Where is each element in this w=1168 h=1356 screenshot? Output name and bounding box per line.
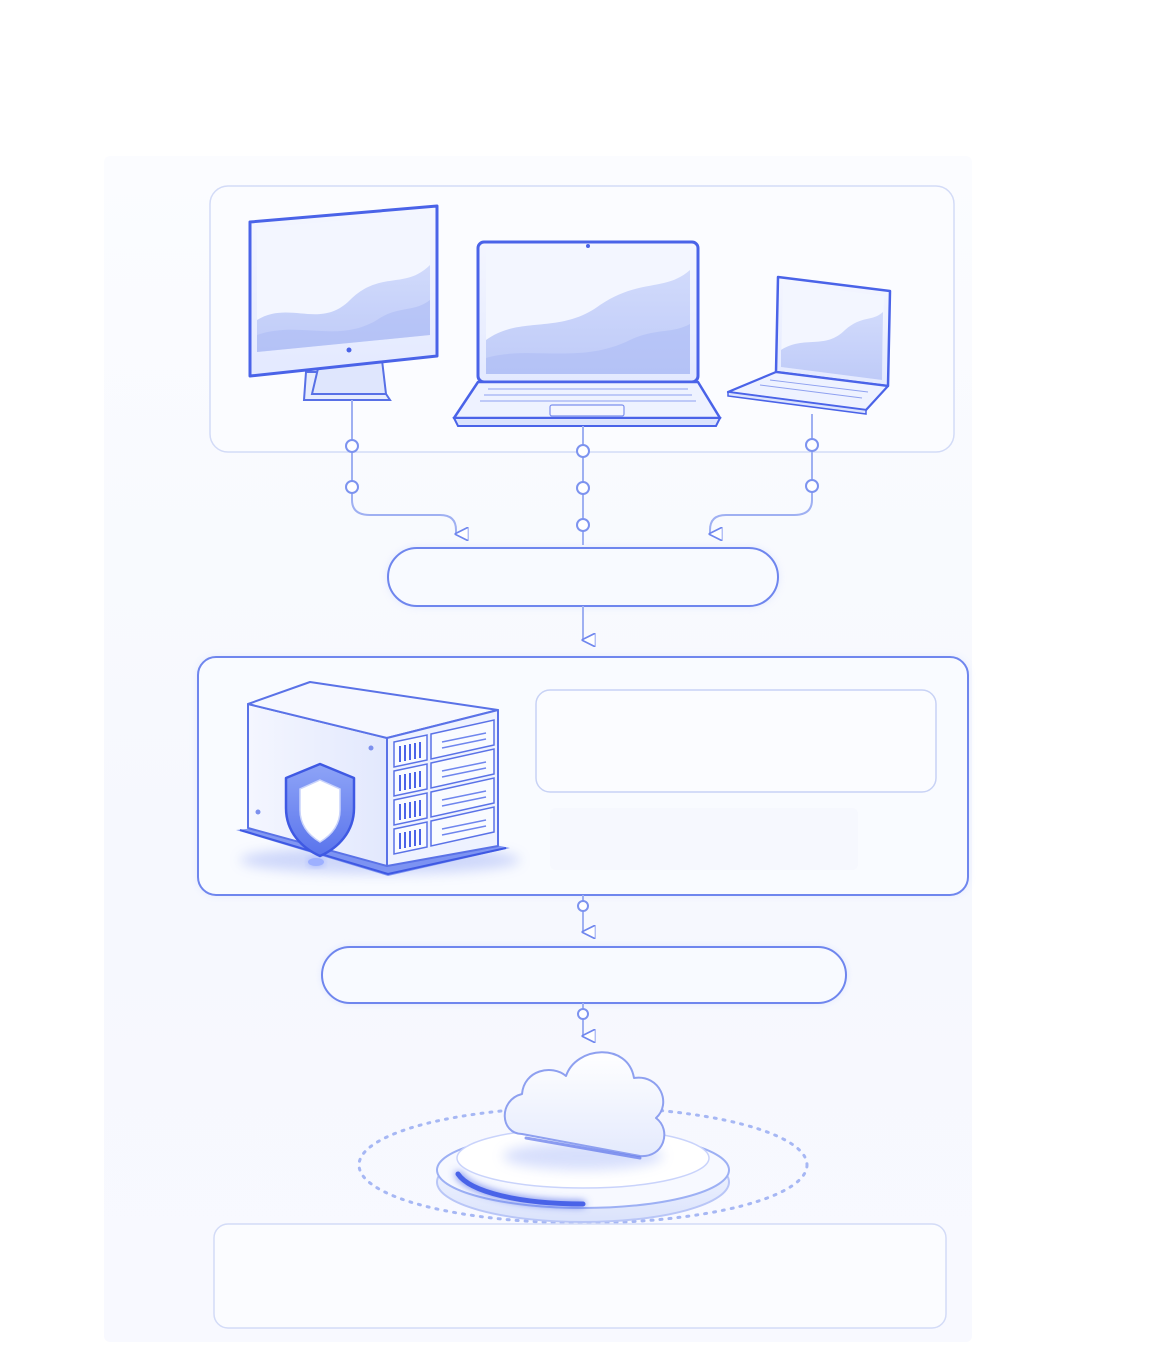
server-info-box bbox=[535, 689, 937, 793]
connector-nodes bbox=[345, 438, 819, 532]
edge-server-to-sync bbox=[577, 895, 588, 932]
sync-pill-label bbox=[322, 947, 846, 1003]
laptop-icon bbox=[452, 240, 722, 427]
cloud-icon bbox=[503, 1051, 666, 1160]
secure-server-icon bbox=[236, 681, 520, 876]
edge-sync-to-cloud bbox=[577, 1003, 588, 1036]
edge-small-laptop-to-gateway bbox=[710, 414, 813, 534]
gateway-pill-label bbox=[388, 548, 778, 606]
server-info-placeholder bbox=[550, 808, 858, 870]
shield-icon bbox=[284, 762, 356, 858]
gateway-pill bbox=[387, 547, 779, 607]
server-info-label bbox=[536, 690, 936, 792]
edge-desktop-to-gateway bbox=[351, 400, 456, 534]
sync-pill bbox=[321, 946, 847, 1004]
footer-box bbox=[213, 1223, 947, 1329]
footer-label bbox=[214, 1224, 946, 1328]
desktop-monitor-icon bbox=[248, 204, 439, 401]
small-laptop-icon bbox=[726, 275, 892, 415]
